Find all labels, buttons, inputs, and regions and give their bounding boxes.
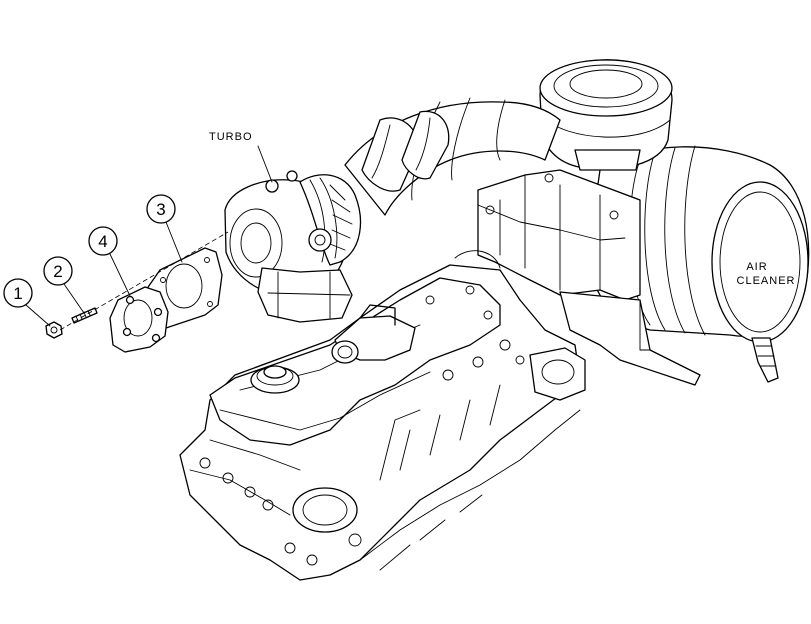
callout-1: 1	[3, 278, 51, 327]
air-cleaner-assembly: AIR CLEANER	[588, 145, 810, 383]
callout-1-number: 1	[13, 284, 22, 303]
air-cleaner-bracket	[477, 169, 701, 386]
callout-4: 4	[88, 226, 131, 297]
callout-3-number: 3	[156, 200, 165, 219]
turbo-leader-line	[257, 145, 273, 183]
turbocharger	[224, 170, 362, 323]
flange-part-4	[109, 286, 169, 353]
callout-3: 3	[146, 194, 183, 263]
engine-block	[179, 250, 586, 581]
callout-2-number: 2	[53, 262, 62, 281]
callout-4-number: 4	[98, 232, 107, 251]
turbo-label: TURBO	[209, 131, 253, 143]
air-cleaner-label-line1: AIR	[746, 261, 767, 273]
assembly-centerline	[59, 231, 229, 331]
precleaner-cap	[539, 59, 673, 171]
air-cleaner-label-line2: CLEANER	[737, 275, 796, 287]
callout-2: 2	[43, 256, 85, 314]
intake-hose	[344, 97, 561, 216]
